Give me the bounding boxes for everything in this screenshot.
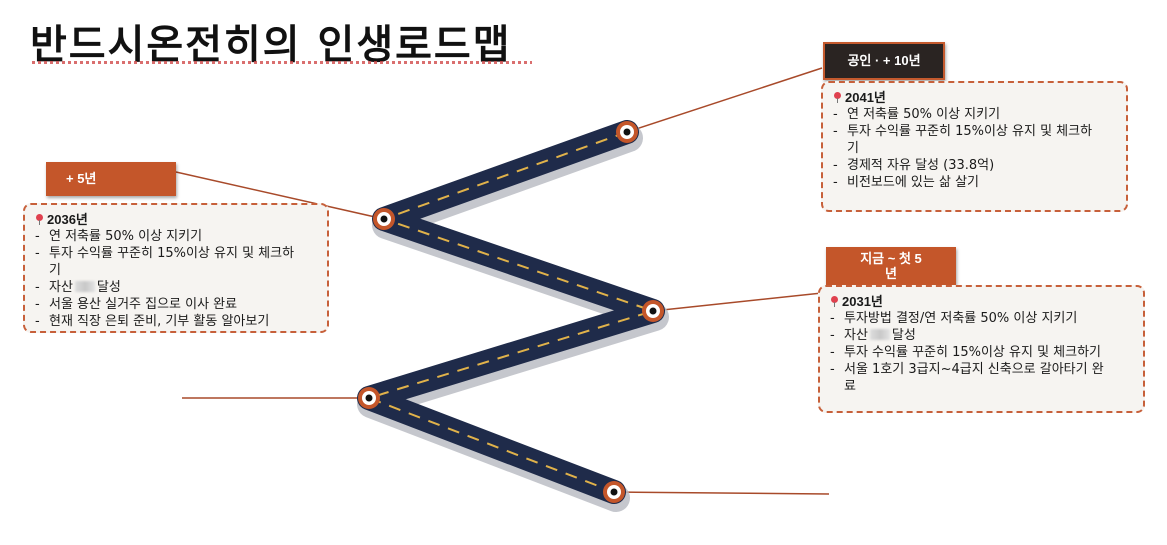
- list-item: 경제적 자유 달성 (33.8억): [833, 157, 1116, 174]
- milestone-tag-2041: 공인 · + 10년: [823, 42, 945, 80]
- road-body: [357, 120, 665, 504]
- milestone-year-label: 2041년: [845, 90, 886, 105]
- list-item: 연 저축률 50% 이상 지키기: [833, 106, 1116, 123]
- list-item: 연 저축률 50% 이상 지키기: [35, 228, 317, 245]
- page-title: 반드시온전히의 인생로드맵: [30, 22, 512, 68]
- waypoint-2031: [642, 300, 664, 322]
- milestone-year-2036: 2036년: [35, 211, 317, 228]
- list-item: 자산 달성: [830, 327, 1133, 344]
- waypoint-2041: [616, 121, 638, 143]
- connector-line-2041: [626, 67, 823, 133]
- list-item: 비전보드에 있는 삶 살기: [833, 174, 1116, 191]
- milestone-year-2031: 2031년: [830, 293, 1133, 310]
- milestone-year-label: 2036년: [47, 212, 88, 227]
- waypoint-end: [603, 481, 625, 503]
- milestone-tag-2036: + 5년: [46, 162, 176, 196]
- milestone-year-label: 2031년: [842, 294, 883, 309]
- waypoint-start: [358, 387, 380, 409]
- milestone-list-2041: 연 저축률 50% 이상 지키기 투자 수익률 꾸준히 15%이상 유지 및 체…: [833, 106, 1116, 191]
- list-item: 자산 달성: [35, 279, 317, 296]
- list-item-prefix: 자산: [49, 280, 73, 295]
- milestone-list-2036: 연 저축률 50% 이상 지키기 투자 수익률 꾸준히 15%이상 유지 및 체…: [35, 228, 317, 330]
- redacted-amount: [74, 281, 95, 292]
- milestone-tag-2031: 지금 ~ 첫 5년: [826, 247, 956, 285]
- milestone-box-2041: 2041년 연 저축률 50% 이상 지키기 투자 수익률 꾸준히 15%이상 …: [821, 81, 1128, 212]
- milestone-box-2031: 2031년 투자방법 결정/연 저축률 50% 이상 지키기 자산 달성 투자 수…: [818, 285, 1145, 413]
- list-item: 투자 수익률 꾸준히 15%이상 유지 및 체크하기: [35, 245, 299, 279]
- spellcheck-underline: [32, 61, 532, 64]
- connector-line-2031: [652, 292, 823, 312]
- waypoint-2036: [373, 208, 395, 230]
- connector-line-end: [613, 491, 830, 495]
- list-item-suffix: 달성: [96, 280, 121, 295]
- list-item: 투자 수익률 꾸준히 15%이상 유지 및 체크하기: [830, 344, 1133, 361]
- milestone-year-2041: 2041년: [833, 89, 1116, 106]
- list-item: 서울 용산 실거주 집으로 이사 완료: [35, 296, 317, 313]
- list-item-suffix: 달성: [891, 328, 916, 343]
- list-item-prefix: 자산: [844, 328, 868, 343]
- pin-icon: [35, 214, 44, 225]
- list-item: 투자방법 결정/연 저축률 50% 이상 지키기: [830, 310, 1133, 327]
- road-center-line: [368, 131, 654, 493]
- redacted-amount: [869, 329, 890, 340]
- list-item: 투자 수익률 꾸준히 15%이상 유지 및 체크하기: [833, 123, 1097, 157]
- connector-line-2036: [175, 171, 385, 220]
- milestone-list-2031: 투자방법 결정/연 저축률 50% 이상 지키기 자산 달성 투자 수익률 꾸준히…: [830, 310, 1133, 395]
- list-item: 서울 1호기 3급지~4급지 신축으로 갈아타기 완료: [830, 361, 1114, 395]
- pin-icon: [830, 296, 839, 307]
- list-item: 현재 직장 은퇴 준비, 기부 활동 알아보기: [35, 313, 317, 330]
- pin-icon: [833, 92, 842, 103]
- milestone-box-2036: 2036년 연 저축률 50% 이상 지키기 투자 수익률 꾸준히 15%이상 …: [23, 203, 329, 333]
